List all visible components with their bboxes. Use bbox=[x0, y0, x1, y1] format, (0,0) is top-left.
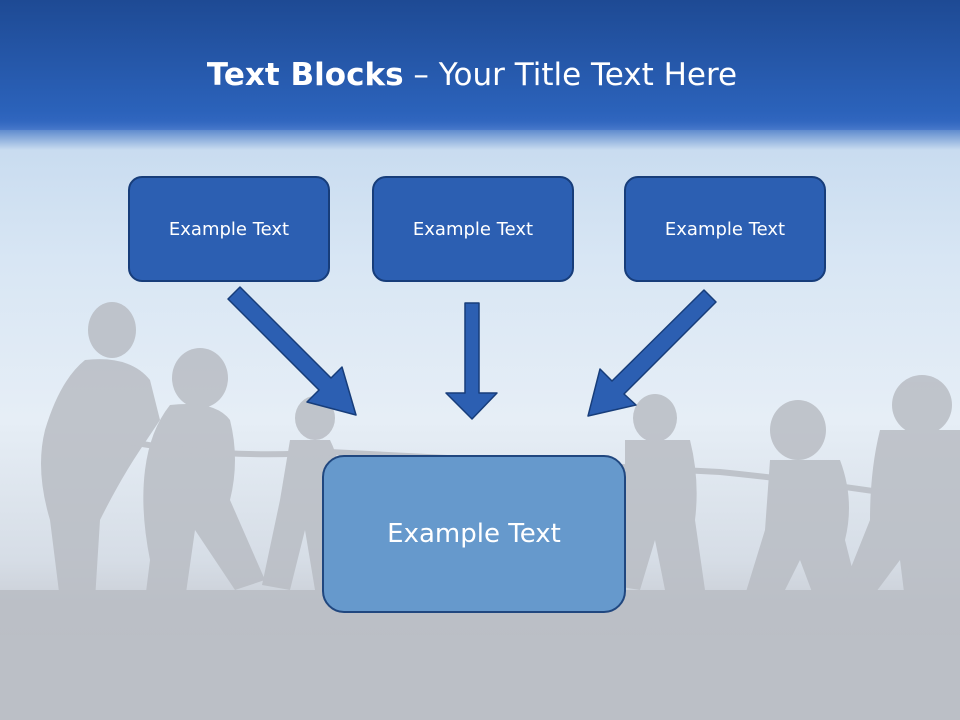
arrow-left-diagonal bbox=[227, 286, 357, 416]
text-block-center-label: Example Text bbox=[412, 218, 534, 240]
slide-title: Text Blocks – Your Title Text Here bbox=[0, 52, 944, 98]
text-block-right[interactable]: Example Text bbox=[624, 176, 826, 282]
text-block-bottom-label: Example Text bbox=[387, 519, 561, 549]
arrow-center-down bbox=[445, 302, 498, 420]
text-block-center[interactable]: Example Text bbox=[372, 176, 574, 282]
arrow-right-diagonal bbox=[587, 289, 717, 417]
title-rest-text: Your Title Text Here bbox=[438, 57, 738, 93]
text-block-left-label: Example Text bbox=[168, 218, 290, 240]
text-block-bottom[interactable]: Example Text bbox=[322, 455, 626, 613]
text-block-left[interactable]: Example Text bbox=[128, 176, 330, 282]
title-dash: – bbox=[403, 57, 439, 93]
text-block-right-label: Example Text bbox=[664, 218, 786, 240]
title-bold-text: Text Blocks bbox=[206, 57, 404, 93]
title-bar bbox=[0, 0, 960, 130]
